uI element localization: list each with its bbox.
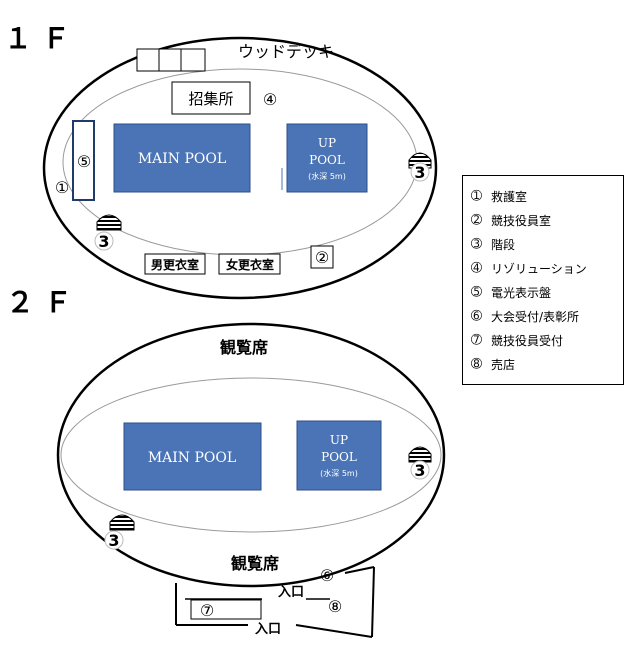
up-pool-1f-depth: (水深 5m) (308, 171, 346, 181)
stairs-left-1f-mark: 3 (98, 232, 109, 251)
legend-item: ➁ 競技役員室 (471, 208, 617, 232)
legend-number: ➂ (471, 236, 482, 252)
legend-item: ➆ 競技役員受付 (471, 328, 617, 352)
legend-label: 電光表示盤 (491, 285, 552, 300)
stairs-left-2f: 3 (104, 514, 135, 550)
up-pool-2f-depth: (水深 5m) (320, 468, 358, 478)
reception-mark-6: ⑥ (320, 566, 334, 585)
legend-label: 競技役員室 (491, 213, 552, 228)
legend-item: ➃ リゾリューション (471, 256, 617, 280)
legend-item: ➄ 電光表示盤 (471, 280, 617, 304)
stairs-left-2f-mark: 3 (108, 531, 119, 550)
call-room-box (171, 81, 251, 115)
legend-label: 売店 (491, 357, 516, 372)
officials-room-mark: ② (315, 248, 329, 267)
legend-number: ➃ (471, 260, 482, 276)
deck-windows (136, 48, 206, 72)
entrance-lower-label: 入口 (255, 622, 281, 637)
up-pool-1f (286, 123, 368, 193)
legend-label: 競技役員受付 (491, 333, 564, 348)
legend-item: ➇ 売店 (471, 352, 617, 376)
call-room-label: 招集所 (188, 90, 233, 108)
legend-number: ➁ (471, 212, 482, 228)
stairs-left-1f: 3 (94, 214, 122, 251)
legend-item: ➂ 階段 (471, 232, 617, 256)
up-pool-1f-line1: UP (318, 136, 336, 150)
main-pool-2f-label: MAIN POOL (148, 450, 236, 466)
floor-label-1f: １ Ｆ (4, 22, 70, 55)
officials-reception-mark-7: ⑦ (200, 601, 214, 620)
first-aid-mark: ① (55, 178, 69, 197)
up-pool-2f (296, 420, 382, 491)
officials-room-box (310, 245, 334, 269)
call-room-mark: ④ (263, 90, 277, 109)
main-pool-1f (113, 123, 251, 193)
legend-label: 救護室 (491, 189, 528, 204)
scoreboard-mark: ⑤ (77, 152, 91, 171)
outer-oval-1f (42, 36, 438, 300)
stands-bottom-label: 観覧席 (231, 554, 279, 573)
stairs-right-2f-mark: 3 (414, 461, 425, 480)
stairs-right-2f: 3 (408, 446, 432, 480)
legend-number: ➀ (471, 188, 482, 204)
legend-number: ➆ (471, 332, 482, 348)
locker-men-label: 男更衣室 (151, 257, 199, 272)
legend-label: 大会受付/表彰所 (491, 309, 580, 324)
locker-women-label: 女更衣室 (226, 257, 274, 272)
main-pool-1f-label: MAIN POOL (138, 151, 226, 167)
legend-item: ➅ 大会受付/表彰所 (471, 304, 617, 328)
stairs-right-1f: 3 (408, 152, 432, 182)
legend-item: ➀ 救護室 (471, 184, 617, 208)
up-pool-1f-line2: POOL (309, 153, 345, 167)
scoreboard-box (72, 120, 95, 201)
up-pool-2f-line2: POOL (321, 450, 357, 464)
entrance-lobby (175, 566, 375, 638)
main-pool-2f (123, 422, 262, 491)
floor-label-2f: ２ Ｆ (6, 286, 72, 319)
legend-box: ➀ 救護室 ➁ 競技役員室 ➂ 階段 ➃ リゾリューション ➄ 電光表示盤 ➅ 大会受付/表… (462, 175, 624, 385)
legend-number: ➅ (471, 308, 482, 324)
shop-mark-8: ⑧ (328, 597, 342, 616)
wood-deck-label: ウッドデッキ (238, 42, 334, 61)
stands-top-label: 観覧席 (220, 338, 268, 357)
legend-label: 階段 (491, 237, 516, 252)
entrance-upper-label: 入口 (278, 585, 304, 600)
locker-men-box (144, 253, 206, 275)
legend-number: ➇ (471, 356, 482, 372)
up-pool-2f-line1: UP (330, 433, 348, 447)
inner-oval-2f (60, 377, 442, 533)
legend-number: ➄ (471, 284, 482, 300)
locker-women-box (218, 253, 281, 275)
stairs-right-1f-mark: 3 (414, 163, 425, 182)
outer-oval-2f (56, 322, 446, 588)
legend-label: リゾリューション (491, 261, 587, 276)
